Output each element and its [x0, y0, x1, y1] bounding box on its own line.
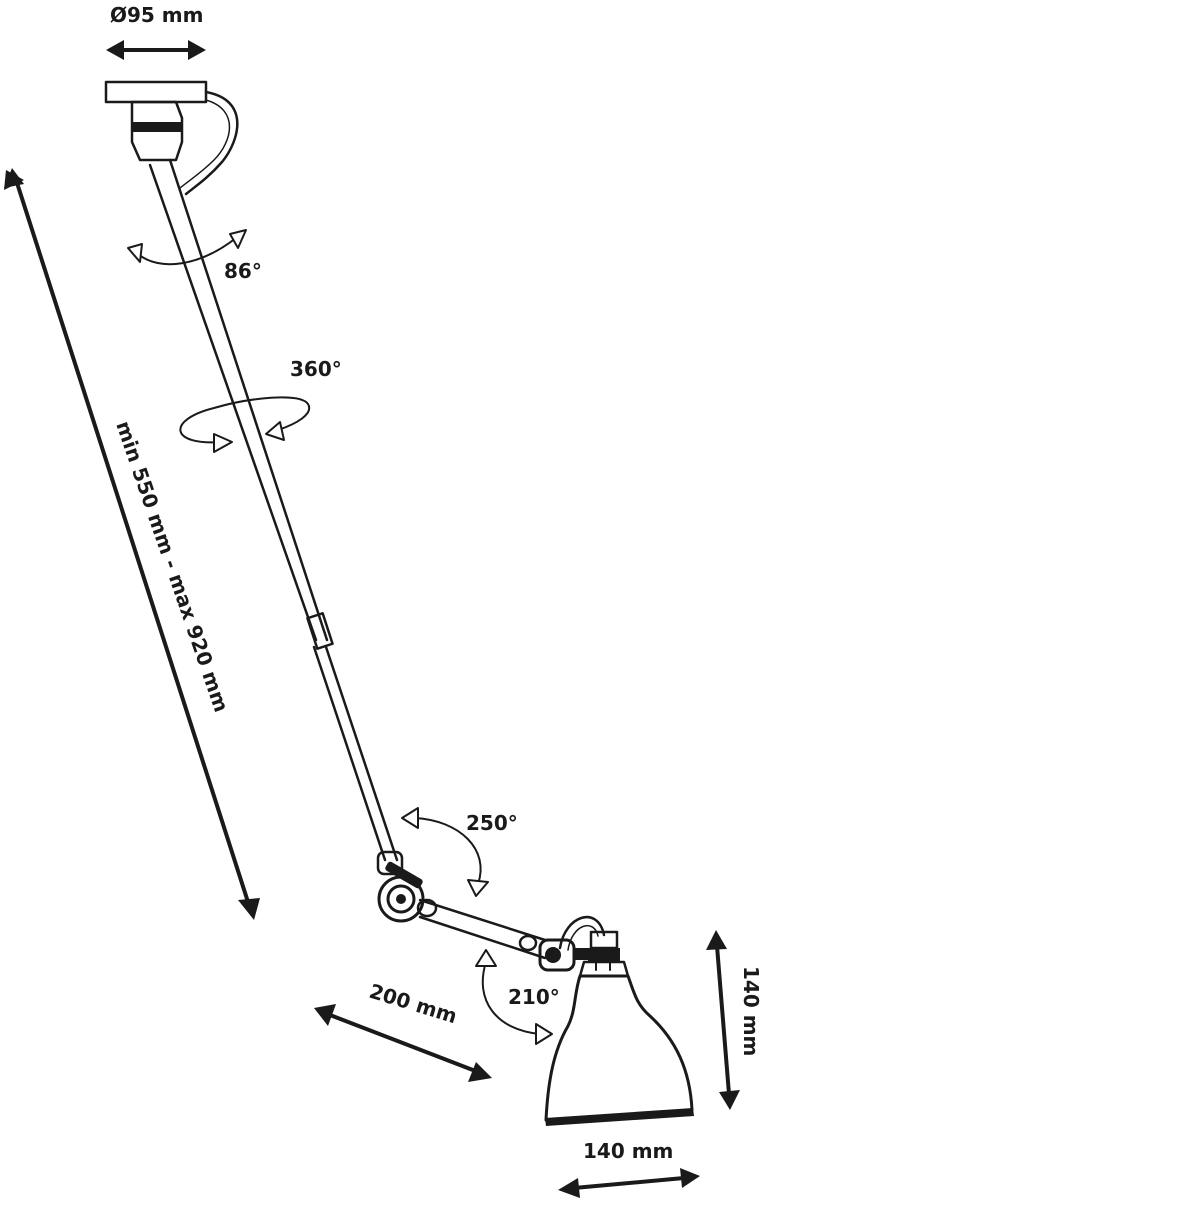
rotation-86-label: 86° — [224, 259, 262, 283]
lamp-shade — [544, 930, 694, 1126]
shade-width-arrow — [558, 1168, 700, 1198]
rotation-360-label: 360° — [290, 357, 342, 381]
rotation-86-arrow — [127, 229, 247, 266]
shade-height-arrow — [706, 930, 740, 1110]
rotation-210-label: 210° — [508, 985, 560, 1009]
shade-height-label: 140 mm — [739, 966, 763, 1056]
short-arm — [416, 898, 547, 960]
base-diameter-arrow — [106, 40, 206, 60]
rotation-250-label: 250° — [466, 811, 518, 835]
arm-length-arrow — [4, 168, 260, 920]
rotation-250-arrow — [401, 807, 489, 897]
rotation-210-arrow — [475, 949, 553, 1045]
short-arm-label: 200 mm — [367, 979, 460, 1028]
base-diameter-label: Ø95 mm — [110, 3, 203, 27]
ceiling-canopy — [104, 80, 239, 196]
short-arm-arrow — [314, 1004, 492, 1082]
shade-joint — [538, 915, 606, 972]
rotation-360-arrow — [179, 396, 311, 453]
upper-arm — [148, 158, 399, 862]
elbow-joint — [376, 850, 425, 923]
shade-width-label: 140 mm — [583, 1139, 673, 1163]
